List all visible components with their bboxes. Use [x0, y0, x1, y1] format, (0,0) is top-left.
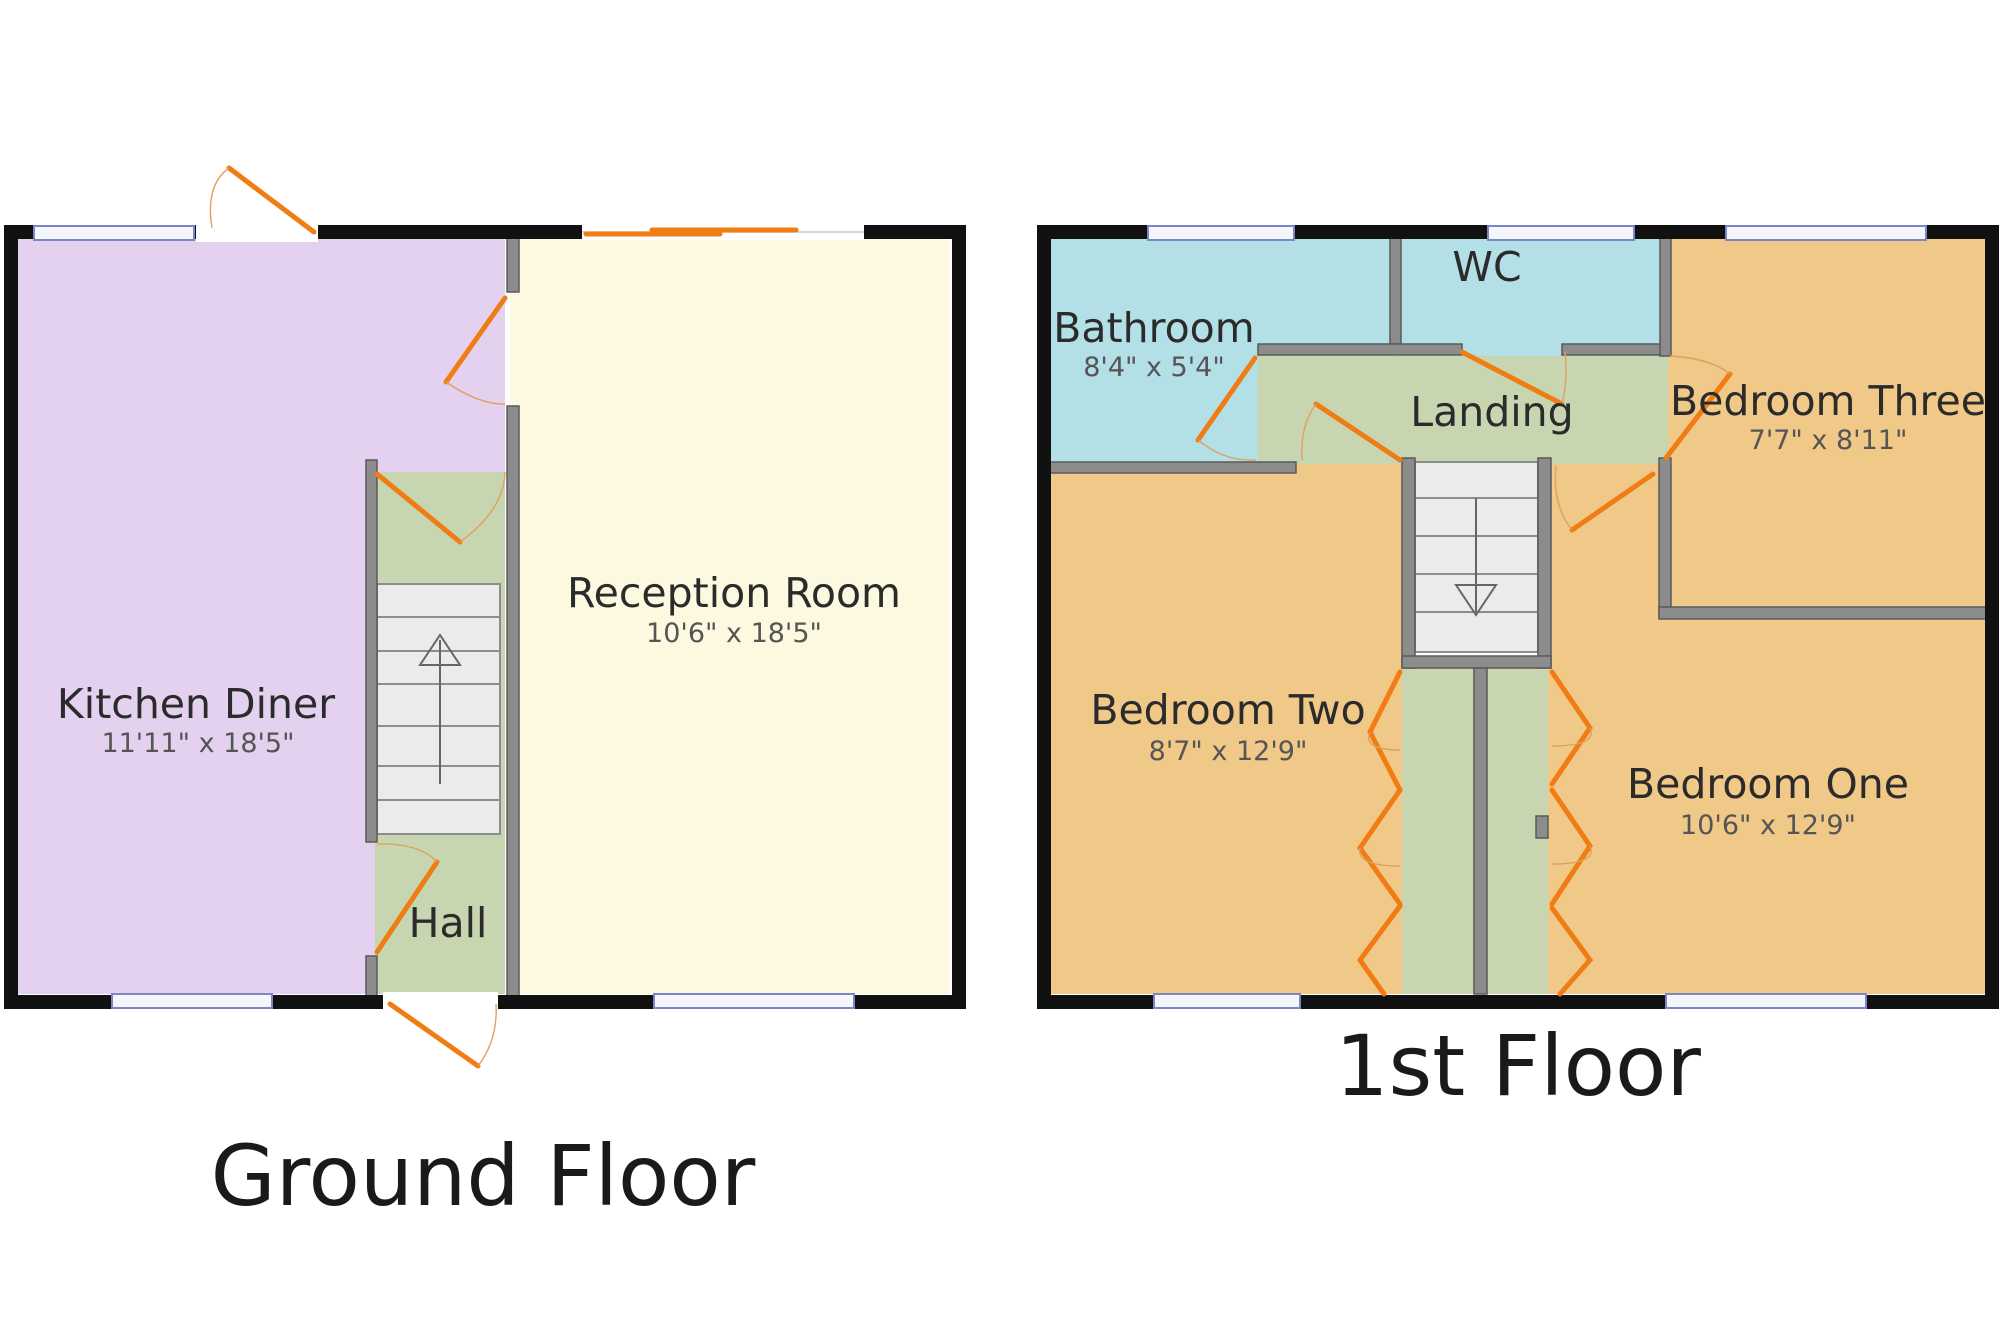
reception-room [510, 236, 950, 994]
first-wall-wardrobe-divider [1473, 667, 1488, 995]
first-wardrobe-doors-right [1549, 669, 1594, 997]
bedroom-two-name: Bedroom Two [1090, 686, 1365, 734]
bedroom-three-name: Bedroom Three [1670, 377, 1986, 425]
first-bed1-door [1554, 465, 1656, 533]
ground-window-kitchen-top [33, 225, 195, 241]
bathroom-dims: 8'4" x 5'4" [1083, 352, 1225, 383]
first-bed3-door [1663, 355, 1733, 461]
first-stairs [1414, 461, 1539, 653]
first-wall-wc-right [1659, 237, 1672, 357]
first-wall-bathroom-wc [1389, 237, 1402, 345]
first-wall-stair-left [1401, 457, 1416, 669]
ground-floor-label: Ground Floor [211, 1127, 756, 1225]
hall-name: Hall [409, 899, 488, 947]
first-wall-wc-bottom-left [1257, 343, 1463, 356]
first-wall-stair-right [1537, 457, 1552, 669]
ground-front-door-gap [383, 992, 498, 1012]
bedroom-two-room [1050, 464, 1402, 994]
wardrobe-left [1402, 668, 1474, 994]
first-window-wc [1487, 225, 1635, 241]
ground-wall-hall-left-upper [365, 459, 378, 843]
ground-sliding-door [582, 224, 864, 240]
ground-window-reception-bottom [653, 993, 855, 1009]
first-wall-bathroom-bottom [1049, 461, 1297, 474]
ground-kitchen-reception-door [443, 295, 508, 405]
bedroom-one-upper [1548, 464, 1668, 612]
ground-front-door [387, 1001, 497, 1069]
landing-name: Landing [1410, 388, 1573, 436]
bedroom-one-dims: 10'6" x 12'9" [1680, 810, 1856, 841]
ground-wall-kitchen-stub [506, 235, 520, 293]
first-window-bedroom-three [1725, 225, 1927, 241]
ground-window-kitchen-bottom [111, 993, 273, 1009]
kitchen-diner-name: Kitchen Diner [57, 680, 335, 728]
bathroom-name: Bathroom [1053, 304, 1254, 352]
ground-hall-kitchen-door [374, 843, 440, 955]
reception-room-dims: 10'6" x 18'5" [646, 618, 822, 649]
first-window-bathroom [1147, 225, 1295, 241]
first-bathroom-door [1195, 355, 1258, 461]
ground-wall-hall-left-lower [365, 955, 378, 997]
bedroom-one-room [1548, 612, 1986, 994]
first-wall-bed3-bottom [1658, 606, 1987, 620]
wc-room [1399, 238, 1664, 356]
first-floor-plan: Bathroom 8'4" x 5'4" WC Landing Bedroom … [1037, 225, 1999, 1115]
ground-stairs [376, 583, 501, 835]
first-wall-stair-bottom [1401, 655, 1552, 669]
ground-wall-hall-right [506, 405, 520, 997]
bedroom-three-room [1668, 238, 1986, 612]
bedroom-one-name: Bedroom One [1627, 760, 1909, 808]
kitchen-diner-dims: 11'11" x 18'5" [101, 728, 294, 759]
ground-back-door [209, 165, 317, 235]
first-wardrobe-doors-left [1356, 669, 1403, 997]
first-wc-door [1459, 349, 1567, 407]
bedroom-two-dims: 8'7" x 12'9" [1149, 736, 1308, 767]
first-wall-wc-bottom-right [1561, 343, 1669, 356]
first-window-bedroom-two [1153, 993, 1301, 1009]
bedroom-three-dims: 7'7" x 8'11" [1749, 425, 1908, 456]
ground-hall-top-door [374, 471, 506, 545]
wc-name: WC [1452, 243, 1521, 291]
first-floor-label: 1st Floor [1335, 1017, 1701, 1115]
first-wall-bed3-left [1658, 457, 1672, 617]
reception-room-name: Reception Room [567, 569, 901, 617]
first-bed2-door [1301, 401, 1403, 463]
first-window-bedroom-one [1665, 993, 1867, 1009]
first-wall-wardrobe-stub [1535, 815, 1549, 839]
ground-floor-plan: Kitchen Diner 11'11" x 18'5" Reception R… [4, 165, 966, 1225]
ground-back-door-gap [196, 222, 318, 242]
